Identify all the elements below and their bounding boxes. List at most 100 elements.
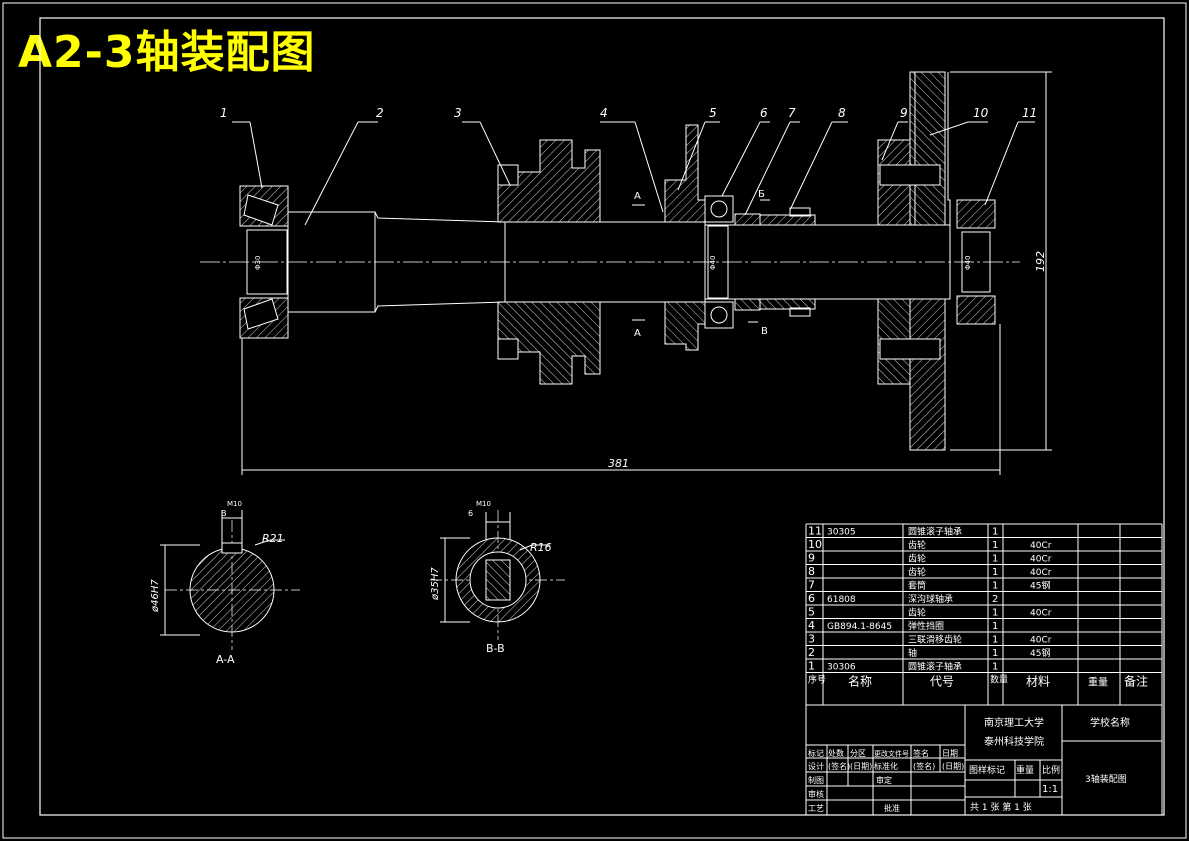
gear-3-triple (497, 139, 601, 385)
balloon-9: 9 (900, 106, 908, 120)
section-bb-width: M10 (476, 500, 491, 508)
tb-r4-3: 批准 (884, 803, 900, 813)
tb-r1-3: 更改文件号 (874, 749, 909, 758)
bom-row-material: 40Cr (1030, 609, 1052, 619)
bom-header-note: 备注 (1124, 674, 1148, 689)
bom-row-no: 8 (808, 565, 815, 578)
bom-row-qty: 1 (992, 581, 998, 592)
tb-r1-0: 标记 (808, 748, 824, 758)
section-aa-view (160, 510, 300, 650)
section-aa-width: M10 (227, 500, 242, 508)
bom-row-qty: 1 (992, 608, 998, 619)
gear-9-10 (877, 71, 951, 451)
section-aa-caption: A-A (216, 653, 235, 666)
bom-row-code: 61808 (827, 595, 856, 605)
bom-row-name: 圆锥滚子轴承 (908, 661, 962, 673)
drawing-title: A2-3轴装配图 (18, 27, 316, 78)
tb-r1-5: 日期 (942, 749, 958, 758)
bom-row-code: 30306 (827, 663, 856, 673)
balloon-5: 5 (709, 106, 717, 120)
balloon-6: 6 (760, 106, 768, 120)
section-bb-view (430, 510, 565, 640)
bom-row-code: 30305 (827, 528, 856, 538)
bom-header-weight: 重量 (1088, 676, 1108, 689)
section-mark-a-bottom: A (634, 328, 641, 339)
bearing-11 (956, 199, 996, 325)
bom-row-qty: 1 (992, 567, 998, 578)
bom-row-no: 9 (808, 552, 815, 565)
bom-row-name: 三联滑移齿轮 (908, 634, 962, 646)
bom-row-no: 6 (808, 592, 815, 605)
bore-dim-2: Φ40 (709, 256, 717, 270)
bom-row-qty: 1 (992, 662, 998, 673)
tb-r1-1: 处数 (828, 748, 844, 758)
section-aa-mark: B (221, 509, 227, 518)
section-bb-caption: B-B (486, 642, 505, 655)
bom-header-name: 名称 (848, 674, 872, 689)
bom-row-name: 弹性挡圈 (908, 620, 944, 632)
tb-r1-2: 分区 (850, 749, 866, 758)
balloon-3: 3 (454, 106, 462, 120)
inner-border (39, 17, 1165, 816)
bom-row-material: 40Cr (1030, 568, 1052, 578)
bom-row-name: 圆锥滚子轴承 (908, 526, 962, 538)
bom-row-name: 齿轮 (908, 539, 926, 551)
tb-r2-0: 设计 (808, 761, 824, 771)
bom-row-qty: 1 (992, 554, 998, 565)
tb-scale: 1:1 (1042, 784, 1058, 795)
bom-row-qty: 1 (992, 621, 998, 632)
tb-college: 泰州科技学院 (984, 735, 1044, 748)
section-bb-diameter: ø35H7 (430, 567, 441, 601)
bom-row-no: 3 (808, 633, 815, 646)
balloon-8: 8 (838, 106, 846, 120)
bom-row-code: GB894.1-8645 (827, 622, 892, 632)
bom-row-name: 轴 (908, 647, 917, 659)
bore-dim-1: Φ30 (254, 256, 262, 270)
title-block (805, 704, 1163, 816)
bore-dim-3: Φ40 (964, 256, 972, 270)
tb-r3-0: 审核 (808, 789, 824, 799)
bom-row-name: 套筒 (908, 580, 926, 592)
bom-row-name: 齿轮 (908, 607, 926, 619)
dim-overall-height: 192 (1034, 251, 1047, 272)
tb-drawing-name: 3轴装配图 (1085, 773, 1127, 785)
bom-row-no: 4 (808, 619, 815, 632)
tb-r2-4: (签名) (913, 761, 935, 771)
bom-row-no: 5 (808, 606, 815, 619)
balloon-7: 7 (788, 106, 796, 120)
tb-r1-4: 签名 (913, 748, 929, 758)
bearing-1 (239, 185, 289, 339)
section-bb-radius: R16 (530, 541, 552, 554)
bom-row-no: 10 (808, 538, 822, 551)
bom-row-qty: 1 (992, 540, 998, 551)
tb-check: 制图 (808, 775, 824, 785)
tb-scale-label: 比例 (1042, 764, 1060, 776)
section-mark-b-top: Б (758, 189, 765, 200)
balloon-11: 11 (1022, 106, 1037, 120)
section-aa-radius: R21 (262, 532, 284, 545)
section-mark-b-bottom: B (761, 326, 768, 337)
bom-row-no: 1 (808, 660, 815, 673)
bom-row-name: 齿轮 (908, 553, 926, 565)
tb-r2-1: (签名) (828, 761, 850, 771)
tb-r2-5: (日期) (942, 762, 964, 771)
tb-school-name: 学校名称 (1090, 716, 1130, 729)
bom-row-no: 11 (808, 525, 822, 538)
bom-header-code: 代号 (930, 675, 954, 689)
shaft-right (705, 224, 951, 300)
bom-row-no: 2 (808, 646, 815, 659)
dim-overall-length: 381 (608, 457, 629, 470)
tb-r2-3: 标准化 (874, 761, 898, 771)
bom-row-qty: 1 (992, 527, 998, 538)
tb-university: 南京理工大学 (984, 716, 1044, 729)
balloon-labels: 1 2 3 4 5 6 7 8 9 10 11 (220, 106, 1037, 120)
tb-weight-label: 重量 (1016, 764, 1034, 776)
balloon-2: 2 (376, 106, 384, 120)
bom-row-material: 45钢 (1030, 647, 1050, 659)
bom-row-qty: 2 (992, 594, 998, 605)
bom-row-name: 深沟球轴承 (908, 593, 953, 605)
bom-row-material: 45钢 (1030, 580, 1050, 592)
tb-r2-2: (日期) (850, 762, 872, 771)
balloon-4: 4 (600, 106, 608, 120)
